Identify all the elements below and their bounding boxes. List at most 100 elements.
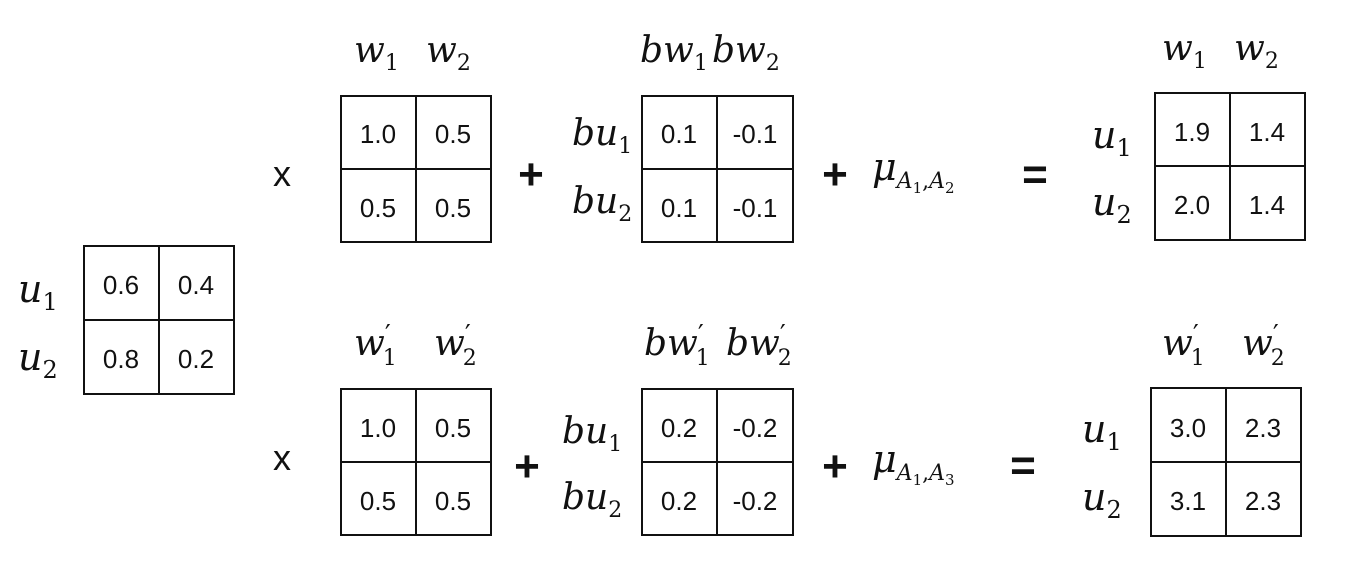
label-sub: 1 bbox=[1106, 428, 1121, 456]
input-cell-r1c2: 0.4 bbox=[178, 270, 214, 300]
label-sub: 2 bbox=[766, 51, 780, 76]
result-matrix: 3.0 2.3 3.1 2.3 w′1 w′2 u1 u2 bbox=[1082, 320, 1302, 537]
bias-matrix: 0.1 -0.1 0.1 -0.1 bw1 bw2 bu1 bu2 bbox=[572, 30, 794, 243]
plus-operator: + bbox=[822, 150, 848, 199]
label-base: w bbox=[354, 323, 385, 364]
bias-cell-r1c1: 0.1 bbox=[661, 119, 697, 149]
label-base: u bbox=[18, 267, 42, 311]
input-row-label-2: u2 bbox=[18, 335, 58, 384]
label-base: bu bbox=[572, 181, 618, 222]
label-base: w bbox=[354, 30, 385, 71]
bias-row-label-1: bu1 bbox=[562, 411, 622, 457]
weight-matrix: 1.0 0.5 0.5 0.5 w1 w2 bbox=[340, 30, 492, 243]
result-row-label-2: u2 bbox=[1082, 475, 1122, 524]
label-base: w bbox=[1162, 28, 1193, 69]
label-sub: 2 bbox=[463, 346, 477, 371]
result-cell-r2c1: 2.0 bbox=[1174, 190, 1210, 220]
equation-row-1: x 1.0 0.5 0.5 0.5 w1 w2 + 0.1 -0.1 0.1 -… bbox=[273, 28, 1306, 243]
label-base: u bbox=[1092, 180, 1116, 224]
input-cell-r1c1: 0.6 bbox=[103, 270, 139, 300]
weight-cell-r2c1: 0.5 bbox=[360, 193, 396, 223]
bias-cell-r2c2: -0.2 bbox=[733, 486, 778, 516]
bias-row-label-2: bu2 bbox=[562, 477, 622, 523]
equals-operator: = bbox=[1010, 441, 1036, 490]
weight-cell-r1c2: 0.5 bbox=[435, 119, 471, 149]
mu-sub-index: 2 bbox=[945, 179, 955, 197]
result-col-label-2: w2 bbox=[1234, 28, 1279, 74]
plus-operator: + bbox=[518, 150, 544, 199]
label-sub: 1 bbox=[618, 134, 632, 159]
mu-sub-a: A bbox=[927, 169, 945, 194]
result-cell-r2c2: 1.4 bbox=[1249, 190, 1285, 220]
mu-sub-index: 1 bbox=[913, 471, 923, 489]
label-prime: ′ bbox=[1193, 320, 1199, 350]
bias-row-label-1: bu1 bbox=[572, 113, 632, 159]
label-base: w bbox=[426, 30, 457, 71]
weight-cell-r1c1: 1.0 bbox=[360, 119, 396, 149]
label-prime: ′ bbox=[698, 320, 704, 350]
bias-cell-r1c2: -0.2 bbox=[733, 413, 778, 443]
label-sub: 2 bbox=[1106, 496, 1121, 524]
label-sub: 1 bbox=[608, 432, 622, 457]
result-row-label-1: u1 bbox=[1092, 113, 1132, 162]
label-sub: 2 bbox=[457, 51, 471, 76]
label-sub: 2 bbox=[1116, 201, 1131, 229]
label-base: u bbox=[1082, 407, 1106, 451]
weight-cell-r1c1: 1.0 bbox=[360, 413, 396, 443]
label-base: w bbox=[1162, 323, 1193, 364]
weight-matrix: 1.0 0.5 0.5 0.5 w′1 w′2 bbox=[340, 320, 492, 536]
result-cell-r1c2: 2.3 bbox=[1245, 413, 1281, 443]
mu-sub-sep: , bbox=[922, 169, 929, 194]
label-base: bu bbox=[572, 113, 618, 154]
bias-col-label-2: bw′2 bbox=[726, 320, 792, 371]
label-base: u bbox=[18, 335, 42, 379]
weight-col-label-2: w2 bbox=[426, 30, 471, 76]
times-operator: x bbox=[273, 153, 291, 194]
bias-cell-r2c1: 0.1 bbox=[661, 193, 697, 223]
label-sub: 1 bbox=[1116, 134, 1131, 162]
result-cell-r1c1: 3.0 bbox=[1170, 413, 1206, 443]
label-sub: 1 bbox=[694, 51, 708, 76]
label-base: bw bbox=[726, 323, 780, 364]
weight-col-label-2: w′2 bbox=[434, 320, 477, 371]
bias-col-label-1: bw1 bbox=[640, 30, 708, 76]
label-sub: 2 bbox=[1265, 49, 1279, 74]
mu-sub-sep: , bbox=[922, 461, 929, 486]
label-base: w bbox=[1242, 323, 1273, 364]
result-matrix: 1.9 1.4 2.0 1.4 w1 w2 u1 u2 bbox=[1092, 28, 1306, 241]
label-sub: 2 bbox=[608, 498, 622, 523]
input-cell-r2c2: 0.2 bbox=[178, 344, 214, 374]
label-sub: 1 bbox=[1193, 49, 1207, 74]
result-col-label-1: w1 bbox=[1162, 28, 1207, 74]
weight-cell-r1c2: 0.5 bbox=[435, 413, 471, 443]
bias-cell-r1c1: 0.2 bbox=[661, 413, 697, 443]
weight-cell-r2c2: 0.5 bbox=[435, 486, 471, 516]
mu-term: μA1,A3 bbox=[872, 437, 955, 489]
label-sub: 2 bbox=[42, 356, 57, 384]
result-cell-r1c2: 1.4 bbox=[1249, 117, 1285, 147]
result-cell-r2c2: 2.3 bbox=[1245, 486, 1281, 516]
equation-row-2: x 1.0 0.5 0.5 0.5 w′1 w′2 + 0.2 -0.2 0.2… bbox=[273, 320, 1302, 537]
label-sub: 2 bbox=[618, 202, 632, 227]
input-cell-r2c1: 0.8 bbox=[103, 344, 139, 374]
result-col-label-2: w′2 bbox=[1242, 320, 1285, 371]
label-sub: 1 bbox=[383, 346, 397, 371]
mu-sub-a: A bbox=[895, 461, 913, 486]
mu-symbol: μ bbox=[872, 437, 897, 481]
plus-operator: + bbox=[514, 442, 540, 491]
bias-col-label-2: bw2 bbox=[712, 30, 780, 76]
bias-col-label-1: bw′1 bbox=[644, 320, 710, 371]
input-row-label-1: u1 bbox=[18, 267, 58, 316]
label-base: bw bbox=[644, 323, 698, 364]
input-matrix: 0.6 0.4 0.8 0.2 u1 u2 bbox=[18, 245, 235, 395]
label-prime: ′ bbox=[385, 320, 391, 350]
weight-cell-r2c2: 0.5 bbox=[435, 193, 471, 223]
result-col-label-1: w′1 bbox=[1162, 320, 1205, 371]
weight-cell-r2c1: 0.5 bbox=[360, 486, 396, 516]
label-sub: 2 bbox=[1271, 346, 1285, 371]
plus-operator: + bbox=[822, 442, 848, 491]
label-base: bw bbox=[712, 30, 766, 71]
mu-sub-index: 3 bbox=[945, 471, 955, 489]
equals-operator: = bbox=[1022, 150, 1048, 199]
